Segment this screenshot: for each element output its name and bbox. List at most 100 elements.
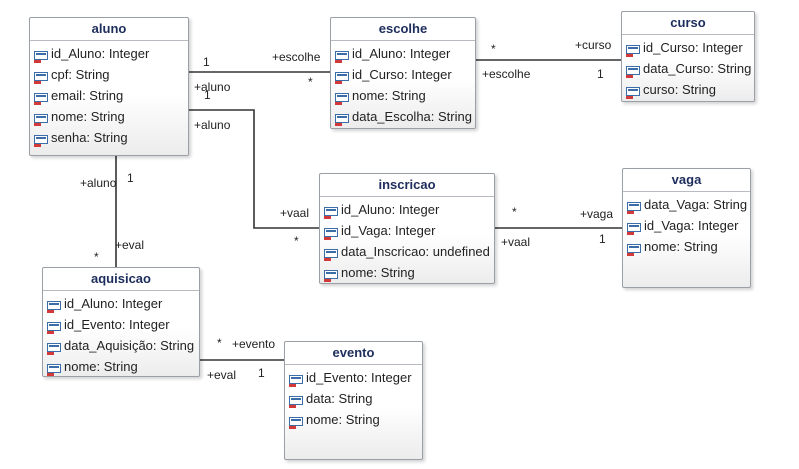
attribute-icon — [47, 361, 61, 376]
class-evento[interactable]: evento id_Evento: Integer data: String nom… — [284, 341, 423, 460]
role-label: +evento — [232, 337, 276, 351]
role-label: +eval — [115, 238, 145, 252]
attribute-row[interactable]: nome: String — [43, 356, 199, 377]
attribute-row[interactable]: data_Curso: String — [622, 58, 754, 79]
attribute-icon — [34, 69, 48, 84]
attribute-icon — [626, 42, 640, 57]
attribute-icon — [335, 48, 349, 63]
attribute-icon — [324, 267, 338, 282]
attribute-text: data_Inscricao: undefined — [341, 244, 490, 259]
attribute-icon — [324, 225, 338, 240]
attribute-text: nome: String — [306, 412, 380, 427]
attribute-text: id_Aluno: Integer — [352, 46, 451, 61]
role-label: +aluno — [194, 80, 231, 94]
attribute-row[interactable]: id_Aluno: Integer — [320, 199, 494, 220]
attribute-icon — [34, 48, 48, 63]
attribute-icon — [289, 414, 303, 429]
attribute-row[interactable]: nome: String — [30, 106, 188, 127]
multiplicity-label: * — [512, 205, 517, 219]
multiplicity-label: 1 — [204, 88, 211, 102]
attribute-row[interactable]: id_Curso: Integer — [331, 64, 475, 85]
attribute-row[interactable]: id_Vaga: Integer — [623, 215, 750, 236]
assoc-line-aluno-inscricao[interactable] — [188, 109, 319, 229]
role-label: +curso — [575, 38, 612, 52]
attribute-list: id_Curso: Integer data_Curso: String curso… — [622, 35, 754, 100]
role-label: +vaal — [501, 235, 531, 249]
attribute-list: data_Vaga: String id_Vaga: Integer nome: S… — [623, 192, 750, 257]
role-label: +vaga — [580, 207, 614, 221]
attribute-list: id_Aluno: Integer id_Vaga: Integer data_In… — [320, 197, 494, 283]
multiplicity-label: * — [491, 42, 496, 56]
multiplicity-label: 1 — [127, 171, 134, 185]
attribute-row[interactable]: curso: String — [622, 79, 754, 100]
attribute-list: id_Aluno: Integer id_Evento: Integer data_… — [43, 291, 199, 377]
role-label: +vaal — [280, 206, 310, 220]
attribute-row[interactable]: id_Evento: Integer — [285, 367, 422, 388]
class-title: curso — [622, 12, 754, 35]
attribute-row[interactable]: data: String — [285, 388, 422, 409]
attribute-text: id_Aluno: Integer — [341, 202, 440, 217]
attribute-row[interactable]: nome: String — [623, 236, 750, 257]
attribute-text: id_Vaga: Integer — [644, 218, 739, 233]
attribute-text: data: String — [306, 391, 373, 406]
attribute-row[interactable]: cpf: String — [30, 64, 188, 85]
attribute-text: data_Curso: String — [643, 61, 752, 76]
class-curso[interactable]: curso id_Curso: Integer data_Curso: Strin… — [621, 11, 755, 102]
attribute-row[interactable]: id_Evento: Integer — [43, 314, 199, 335]
attribute-icon — [627, 199, 641, 214]
attribute-icon — [627, 241, 641, 256]
role-label: +eval — [207, 368, 237, 382]
attribute-row[interactable]: nome: String — [331, 85, 475, 106]
multiplicity-label: * — [217, 336, 222, 350]
multiplicity-label: * — [308, 75, 313, 89]
attribute-row[interactable]: data_Vaga: String — [623, 194, 750, 215]
attribute-icon — [34, 132, 48, 147]
attribute-row[interactable]: id_Curso: Integer — [622, 37, 754, 58]
role-label: +escolhe — [482, 67, 531, 81]
attribute-text: data_Aquisição: String — [64, 338, 195, 353]
attribute-icon — [627, 220, 641, 235]
class-title: escolhe — [331, 18, 475, 41]
attribute-text: nome: String — [341, 265, 415, 280]
attribute-icon — [289, 393, 303, 408]
attribute-text: curso: String — [643, 82, 716, 97]
attribute-text: id_Evento: Integer — [64, 317, 170, 332]
role-label: +aluno — [194, 118, 231, 132]
class-inscricao[interactable]: inscricao id_Aluno: Integer id_Vaga: Inte… — [319, 173, 495, 284]
attribute-row[interactable]: nome: String — [285, 409, 422, 430]
attribute-row[interactable]: data_Inscricao: undefined — [320, 241, 494, 262]
class-title: evento — [285, 342, 422, 365]
attribute-row[interactable]: data_Aquisição: String — [43, 335, 199, 356]
class-title: aquisicao — [43, 268, 199, 291]
attribute-row[interactable]: email: String — [30, 85, 188, 106]
class-aquisicao[interactable]: aquisicao id_Aluno: Integer id_Evento: In… — [42, 267, 200, 377]
attribute-row[interactable]: senha: String — [30, 127, 188, 148]
class-title: inscricao — [320, 174, 494, 197]
attribute-row[interactable]: nome: String — [320, 262, 494, 283]
attribute-icon — [626, 63, 640, 78]
attribute-row[interactable]: id_Vaga: Integer — [320, 220, 494, 241]
attribute-row[interactable]: data_Escolha: String — [331, 106, 475, 127]
attribute-text: data_Escolha: String — [352, 109, 472, 124]
attribute-text: nome: String — [51, 109, 125, 124]
attribute-row[interactable]: id_Aluno: Integer — [331, 43, 475, 64]
attribute-text: email: String — [51, 88, 124, 103]
attribute-text: data_Vaga: String — [644, 197, 748, 212]
class-escolhe[interactable]: escolhe id_Aluno: Integer id_Curso: Integ… — [330, 17, 476, 129]
attribute-text: nome: String — [644, 239, 718, 254]
multiplicity-label: 1 — [599, 232, 606, 246]
attribute-icon — [47, 340, 61, 355]
attribute-icon — [335, 69, 349, 84]
attribute-icon — [34, 111, 48, 126]
attribute-row[interactable]: id_Aluno: Integer — [30, 43, 188, 64]
attribute-icon — [324, 204, 338, 219]
multiplicity-label: * — [294, 234, 299, 248]
attribute-row[interactable]: id_Aluno: Integer — [43, 293, 199, 314]
attribute-icon — [47, 298, 61, 313]
